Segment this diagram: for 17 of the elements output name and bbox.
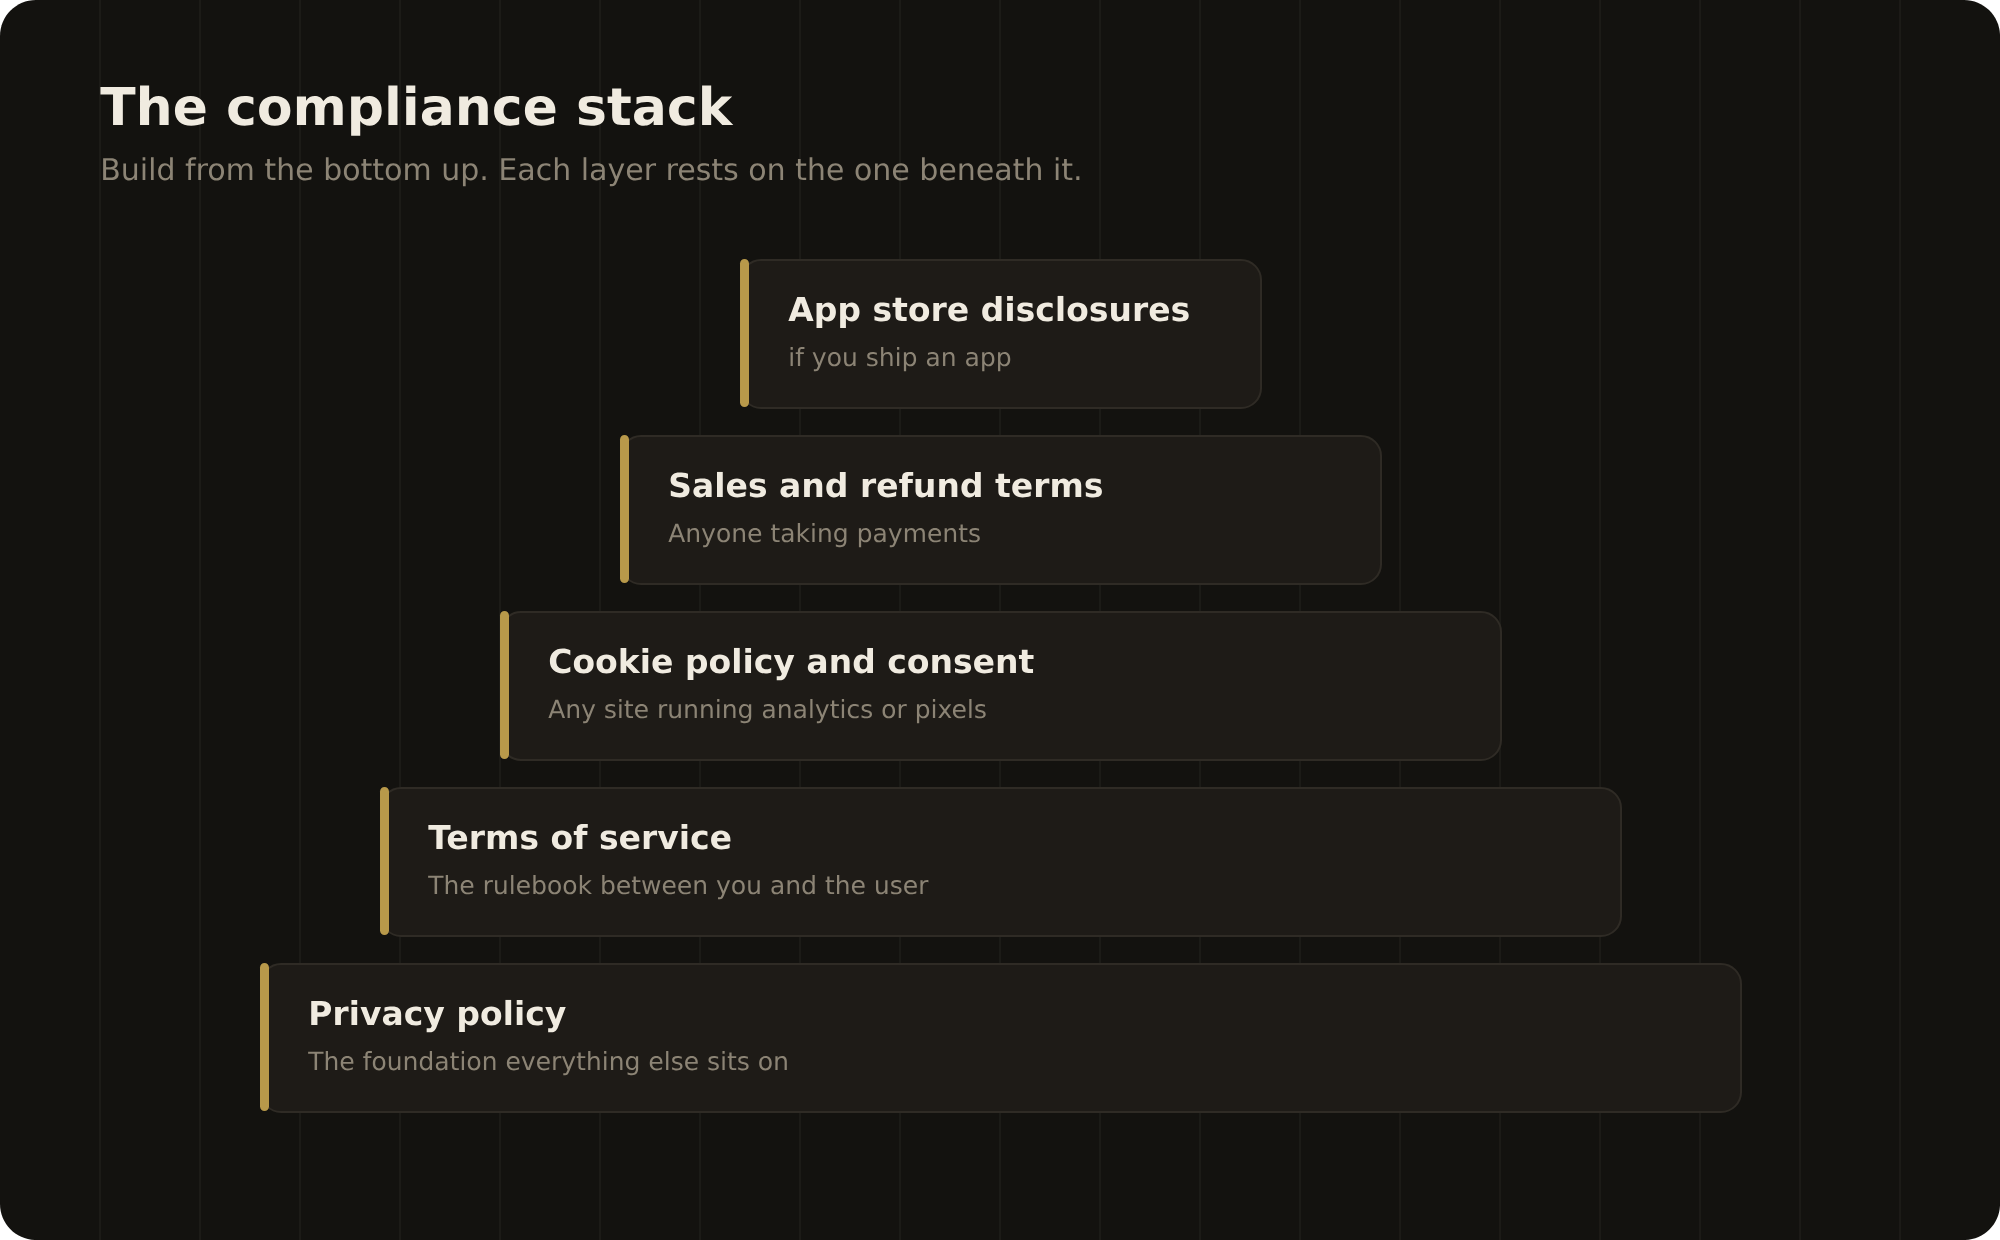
layer-description: if you ship an app <box>790 347 1011 372</box>
subtitle: Build from the bottom up. Each layer rests on the one beneath it. <box>103 157 1080 187</box>
layer-title: Sales and refund terms <box>670 471 1102 498</box>
layer-title: App store disclosures <box>788 295 1189 328</box>
layer-description: The rulebook between you and the user <box>428 875 929 900</box>
layer-box <box>500 611 1502 761</box>
layer-title: Privacy policy <box>311 999 566 1033</box>
layer-description: Any site running analytics or pixels <box>548 699 986 724</box>
layer-box <box>740 259 1262 409</box>
title: The compliance stack <box>100 85 734 136</box>
layer-description: The foundation everything else sits on <box>308 1051 787 1076</box>
layer-title: Cookie policy and consent <box>549 647 1034 681</box>
layer-description: Anyone taking payments <box>668 523 980 548</box>
layer-box <box>380 787 1622 937</box>
layer-box <box>620 435 1382 585</box>
layer-title: Terms of service <box>428 823 731 850</box>
layer-box <box>260 963 1742 1113</box>
